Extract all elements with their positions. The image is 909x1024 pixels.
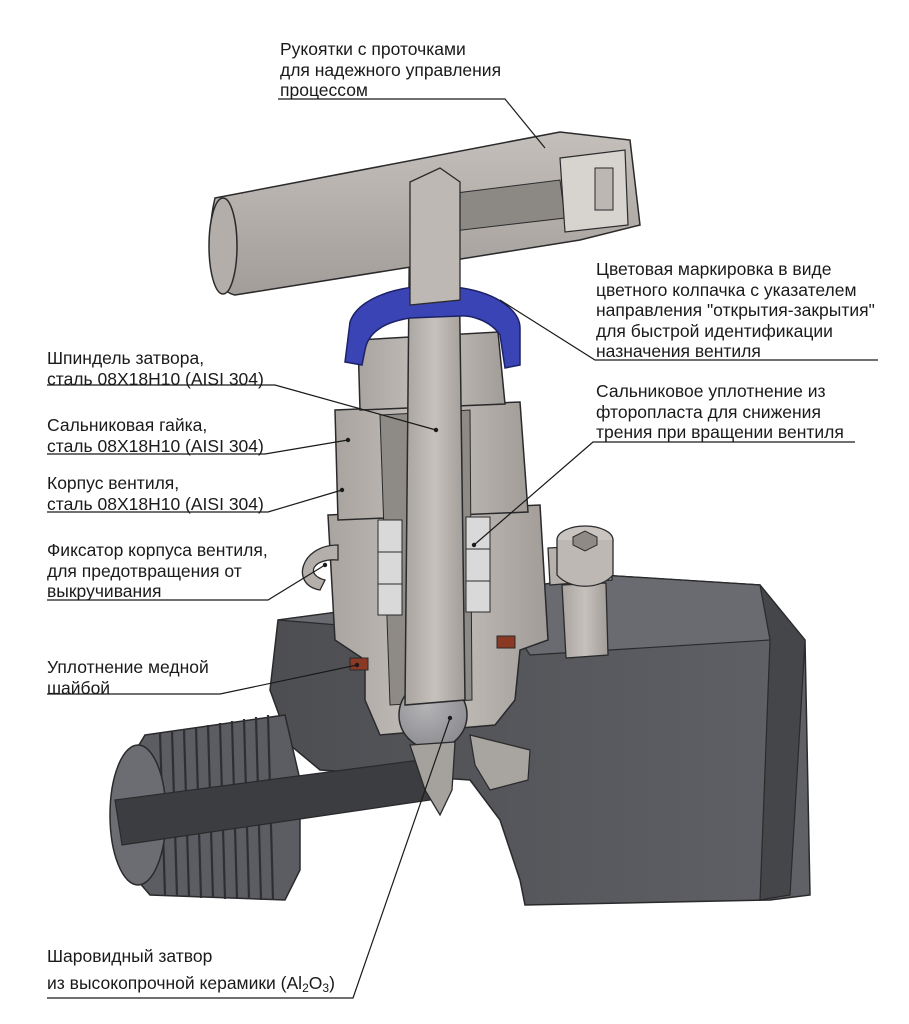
callout-line: Цветовая маркировка в виде <box>596 259 832 279</box>
callout-line: Шпиндель затвора, <box>47 348 205 368</box>
callout-line: фторопласта для снижения <box>596 401 821 422</box>
handle-groove <box>559 149 629 233</box>
formula-mid: O <box>308 973 323 993</box>
leader-color-cap <box>499 299 878 361</box>
callout-line: Фиксатор корпуса вентиля, <box>47 540 268 560</box>
leader-body <box>47 489 343 513</box>
callout-line: Корпус вентиля, <box>47 473 180 493</box>
callout-line: Сальниковая гайка, <box>47 415 208 435</box>
formula-sub-1: 2 <box>302 981 309 995</box>
needle-tip <box>409 741 456 817</box>
callout-handles: Рукоятки с проточками для надежного упра… <box>280 39 501 101</box>
leader-handles <box>278 98 546 149</box>
copper-seal-right <box>496 635 516 649</box>
callout-spindle: Шпиндель затвора, сталь 08Х18Н10 (AISI 3… <box>47 348 264 389</box>
leader-spindle <box>47 384 437 431</box>
outlet-channel <box>469 734 531 791</box>
ptfe-packing-right <box>465 516 491 613</box>
callout-line: сталь 08Х18Н10 (AISI 304) <box>47 435 264 456</box>
inlet-bore <box>114 759 431 846</box>
callout-line: Шаровидный затвор <box>47 946 213 966</box>
leader-ball <box>47 717 451 999</box>
callout-line: Сальниковое уплотнение из <box>596 381 826 401</box>
callout-line: назначения вентиля <box>596 341 761 361</box>
callout-line: цветного колпачка с указателем <box>596 279 857 300</box>
callout-line: для быстрой идентификации <box>596 320 833 341</box>
callout-line: шайбой <box>47 677 111 698</box>
callout-copper-seal: Уплотнение медной шайбой <box>47 657 209 698</box>
leader-lines <box>47 98 878 999</box>
callout-packing: Сальниковое уплотнение из фторопласта дл… <box>596 381 844 443</box>
callout-line: для надежного управления <box>280 59 502 80</box>
callout-line: Рукоятки с проточками <box>280 39 466 59</box>
callout-ball: Шаровидный затвор из высокопрочной керам… <box>47 943 335 997</box>
callout-line: сталь 08Х18Н10 (AISI 304) <box>47 368 264 389</box>
callout-line-formula: из высокопрочной керамики (Al2O3) <box>47 970 335 997</box>
leader-gland <box>47 439 349 455</box>
locking-screw <box>547 525 614 659</box>
leader-packing <box>473 441 855 546</box>
callout-color-cap: Цветовая маркировка в виде цветного колп… <box>596 259 875 362</box>
formula-prefix: из высокопрочной керамики (Al <box>47 973 303 993</box>
leader-dots <box>322 427 477 721</box>
ptfe-packing-left <box>377 519 403 616</box>
callout-line: для предотвращения от <box>47 560 242 581</box>
formula-sub-2: 3 <box>322 981 330 995</box>
callout-gland-nut: Сальниковая гайка, сталь 08Х18Н10 (AISI … <box>47 415 264 456</box>
callout-line: Уплотнение медной <box>47 657 209 677</box>
leader-lock <box>47 564 326 601</box>
formula-suffix: ) <box>329 973 335 993</box>
leader-copper <box>47 664 358 695</box>
callout-line: выкручивания <box>47 581 162 601</box>
callout-line: трения при вращении вентиля <box>596 422 844 442</box>
callout-line: процессом <box>280 80 368 100</box>
callout-line: сталь 08Х18Н10 (AISI 304) <box>47 493 264 514</box>
threaded-inlet-fitting <box>109 714 431 901</box>
handle-end-left <box>208 197 238 295</box>
callout-body: Корпус вентиля, сталь 08Х18Н10 (AISI 304… <box>47 473 264 514</box>
callout-lock: Фиксатор корпуса вентиля, для предотвращ… <box>47 540 268 602</box>
body-lock-clip <box>301 544 339 591</box>
spindle-top <box>409 167 461 306</box>
callout-line: направления "открытия-закрытия" <box>596 300 875 320</box>
copper-seal-left <box>349 657 369 671</box>
